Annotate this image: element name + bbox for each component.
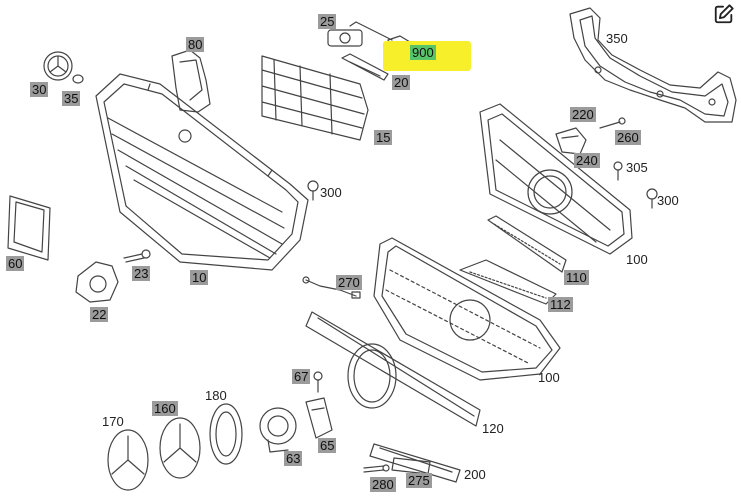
label-22: 22 (90, 307, 109, 322)
trim-120 (305, 311, 481, 427)
label-80: 80 (186, 37, 205, 52)
label-110: 110 (564, 270, 589, 285)
screw-23 (123, 249, 151, 263)
leader-25-900 (355, 21, 393, 41)
label-280: 280 (370, 477, 396, 492)
screw-300b (646, 188, 658, 209)
label-220: 220 (570, 107, 596, 122)
screw-67 (313, 371, 323, 393)
label-67: 67 (292, 369, 311, 384)
bumper-bracket-350 (569, 7, 737, 123)
sensor-housing-22 (75, 261, 119, 303)
camera-63 (259, 407, 297, 453)
label-180: 180 (205, 388, 227, 403)
label-305: 305 (626, 160, 648, 175)
ring-35 (72, 74, 84, 84)
label-100b: 100 (538, 370, 560, 385)
screw-280 (363, 464, 390, 473)
label-15: 15 (374, 130, 393, 145)
label-200: 200 (464, 467, 486, 482)
bracket-65 (305, 397, 333, 439)
louver-insert-15 (261, 55, 369, 141)
label-350: 350 (606, 31, 628, 46)
emblem-ring (347, 343, 397, 409)
emblem-160 (159, 417, 201, 479)
sensor-25 (327, 21, 363, 47)
label-240: 240 (574, 153, 600, 168)
label-25: 25 (318, 14, 337, 29)
grille-100-lower (373, 237, 561, 381)
screw-305 (613, 161, 623, 181)
grille-100-upper (479, 103, 633, 255)
label-100a: 100 (626, 252, 648, 267)
harness-270 (302, 276, 361, 299)
emblem-180 (209, 403, 243, 465)
emblem-30 (43, 51, 73, 81)
label-112: 112 (548, 297, 573, 312)
label-300a: 300 (320, 185, 342, 200)
label-900: 900 (410, 45, 436, 60)
label-65: 65 (318, 438, 337, 453)
label-60: 60 (6, 256, 25, 271)
strip-20 (341, 53, 389, 81)
screw-300a (307, 180, 319, 201)
mesh-112 (459, 259, 557, 305)
bracket-80 (171, 41, 211, 113)
label-10: 10 (190, 270, 209, 285)
bracket-240 (555, 127, 587, 155)
label-270: 270 (336, 275, 362, 290)
emblem-170 (107, 429, 149, 491)
label-260: 260 (615, 130, 641, 145)
label-120: 120 (482, 421, 504, 436)
mesh-110 (487, 215, 567, 273)
grille-10 (95, 73, 309, 271)
label-23: 23 (132, 266, 151, 281)
screw-260 (599, 117, 626, 129)
edit-icon[interactable] (713, 3, 735, 25)
label-170: 170 (102, 414, 124, 429)
trim-panel-60 (7, 195, 51, 261)
label-160: 160 (152, 401, 178, 416)
label-35: 35 (62, 91, 81, 106)
label-30: 30 (30, 82, 49, 97)
label-63: 63 (284, 451, 303, 466)
badge-275 (391, 457, 431, 475)
label-300b: 300 (657, 193, 679, 208)
label-275: 275 (406, 473, 432, 488)
label-20: 20 (392, 75, 411, 90)
